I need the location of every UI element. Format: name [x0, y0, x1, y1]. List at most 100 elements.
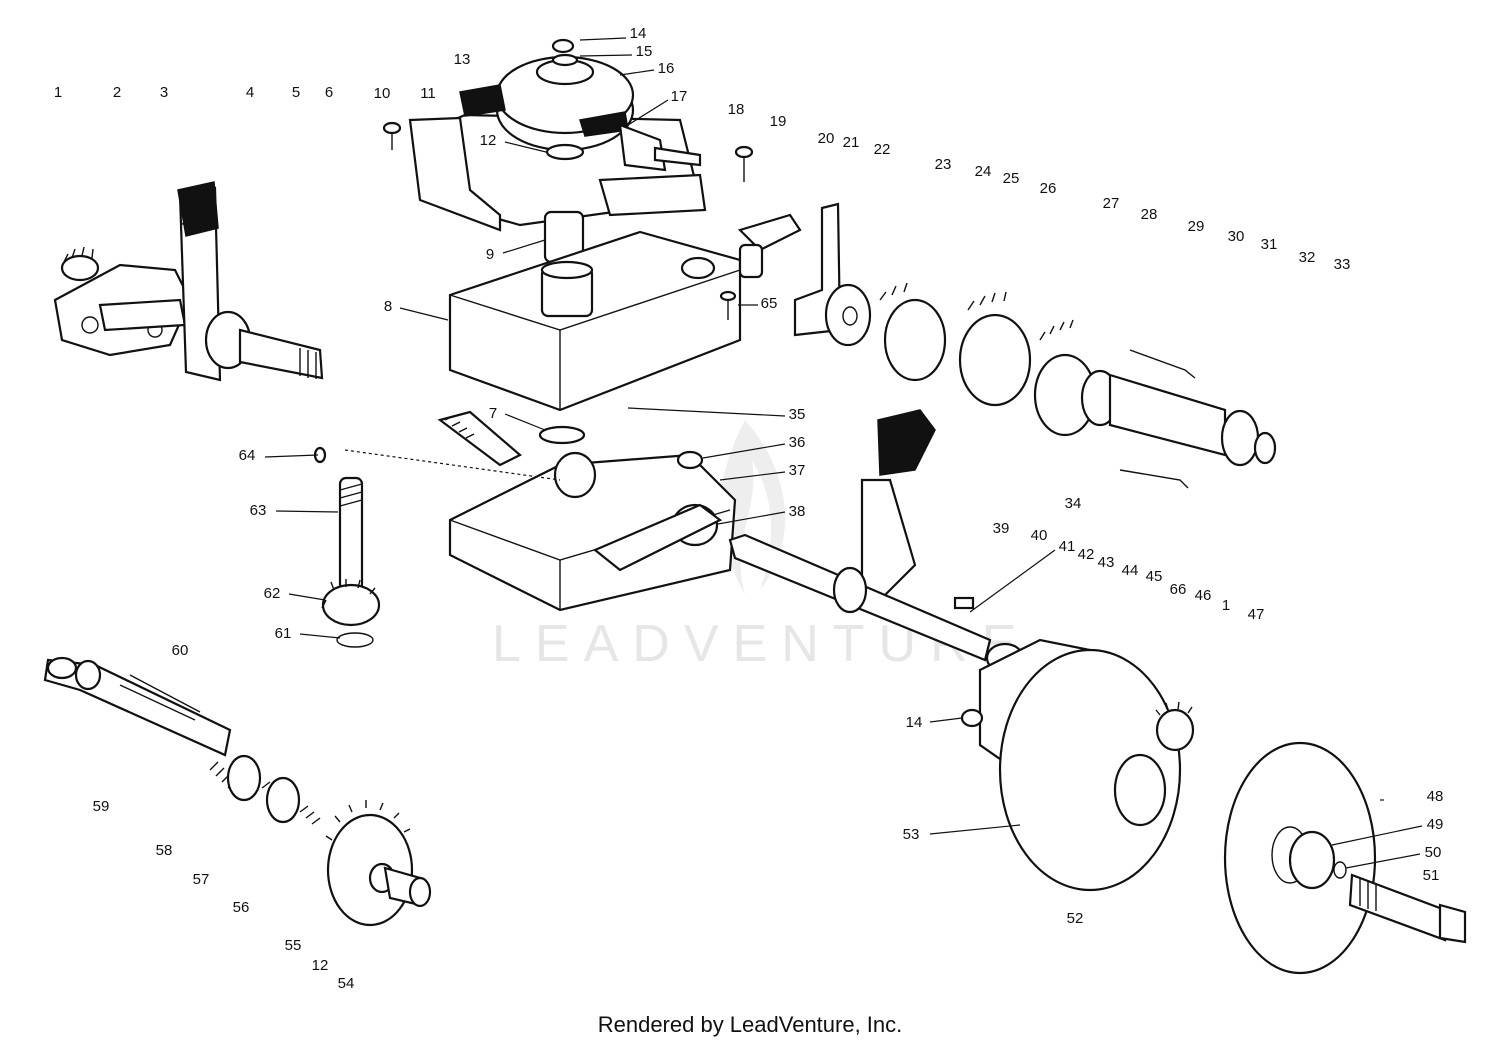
pinion-shaft-assembly	[321, 476, 381, 648]
small-gear-part	[60, 254, 100, 282]
callout-number: 8	[384, 298, 392, 315]
assembly-line	[344, 449, 561, 481]
bolt-head-part	[734, 145, 754, 159]
callout-number: 16	[658, 60, 675, 77]
knob-grip	[179, 194, 218, 225]
callout-number: 66	[1170, 581, 1187, 598]
shift-gear-stack	[737, 202, 1277, 489]
callout-number: 43	[1098, 554, 1115, 571]
retaining-ring-part	[1333, 861, 1347, 879]
retaining-clip-part	[1119, 349, 1196, 489]
callout-number: 41	[1059, 538, 1076, 555]
callout-number: 13	[454, 51, 471, 68]
callout-number: 12	[480, 132, 497, 149]
shaft-key-part	[119, 684, 196, 721]
callout-number: 47	[1248, 606, 1265, 623]
gear-teeth	[967, 291, 1007, 311]
sprocket-teeth	[325, 800, 411, 841]
bracket-foot-part	[598, 173, 707, 217]
callout-number: 24	[975, 163, 992, 180]
callout-number: 34	[1065, 495, 1082, 512]
callout-number: 51	[1423, 867, 1440, 884]
drive-belt-part	[459, 84, 506, 117]
callout-number: 54	[338, 975, 355, 992]
callout-number: 40	[1031, 527, 1048, 544]
callout-number: 57	[193, 871, 210, 888]
shift-rod-part	[238, 328, 324, 380]
idler-arm-part	[618, 123, 667, 172]
callout-number: 39	[993, 520, 1010, 537]
bolt-head-part	[1438, 903, 1467, 944]
callout-number: 28	[1141, 206, 1158, 223]
nut-part	[551, 38, 575, 54]
callout-number: 6	[325, 84, 333, 101]
callout-number: 1	[54, 84, 62, 101]
callout-number: 45	[1146, 568, 1163, 585]
gear-teeth	[321, 579, 376, 609]
axle-bolt-part	[1348, 873, 1447, 942]
callout-number: 31	[1261, 236, 1278, 253]
gear-part	[958, 313, 1032, 407]
callout-number: 44	[1122, 562, 1139, 579]
callout-number: 11	[420, 85, 436, 102]
callout-number: 59	[93, 798, 110, 815]
shift-knob-part	[177, 181, 219, 237]
callout-number: 3	[160, 84, 168, 101]
leader-lines	[264, 37, 1423, 869]
shift-handle-part	[877, 409, 936, 476]
idler-bolt-part	[653, 146, 702, 167]
woodruff-key-part	[953, 596, 975, 610]
callout-number: 56	[233, 899, 250, 916]
callout-number: 55	[285, 937, 302, 954]
callout-number: 64	[239, 447, 256, 464]
hub-sleeve-part	[1108, 373, 1227, 457]
disc-hub-part	[1113, 753, 1167, 827]
callout-number: 38	[789, 503, 806, 520]
callout-number: 52	[1067, 910, 1084, 927]
callout-number: 60	[172, 642, 189, 659]
thrust-washer-part	[824, 283, 872, 347]
callout-number: 65	[761, 295, 778, 312]
sprocket-part	[326, 813, 414, 927]
callout-number: 14	[630, 25, 647, 42]
callout-number: 2	[113, 84, 121, 101]
gear-teeth	[1155, 701, 1193, 716]
callout-number: 48	[1427, 788, 1444, 805]
drive-wheel-assembly	[1223, 741, 1467, 975]
callout-number: 23	[935, 156, 952, 173]
callout-number: 35	[789, 406, 806, 423]
callout-number: 29	[1188, 218, 1205, 235]
washer-part	[1253, 431, 1277, 465]
callout-number: 19	[770, 113, 787, 130]
axle-bracket-part	[592, 503, 723, 572]
callout-number: 63	[250, 502, 267, 519]
axle-disc-assembly	[728, 409, 1195, 892]
callout-number: 42	[1078, 546, 1095, 563]
callout-number: 7	[489, 405, 497, 422]
callout-number: 4	[246, 84, 254, 101]
shift-lever-part	[737, 213, 802, 252]
case-cover-assembly	[448, 210, 742, 412]
bolt-head-part	[719, 290, 737, 302]
gear-part	[265, 776, 301, 824]
spring-coil	[209, 761, 237, 789]
bolt-head-part	[382, 121, 402, 135]
shaft-key-part	[129, 674, 201, 713]
callout-number: 5	[292, 84, 300, 101]
pinion-gear-part	[1155, 708, 1195, 752]
countershaft-assembly	[43, 656, 432, 927]
spring-coil	[1039, 319, 1074, 341]
callout-number: 50	[1425, 844, 1442, 861]
callout-number: 49	[1427, 816, 1444, 833]
nut-part	[960, 708, 984, 728]
callout-number: 14	[906, 714, 923, 731]
case-cover-part	[448, 230, 742, 412]
callout-number: 20	[818, 130, 835, 147]
spring-coil	[879, 282, 908, 301]
friction-disc-part	[998, 648, 1182, 892]
spring-coil	[444, 415, 475, 439]
callout-number: 32	[1299, 249, 1316, 266]
callout-number: 9	[486, 246, 494, 263]
